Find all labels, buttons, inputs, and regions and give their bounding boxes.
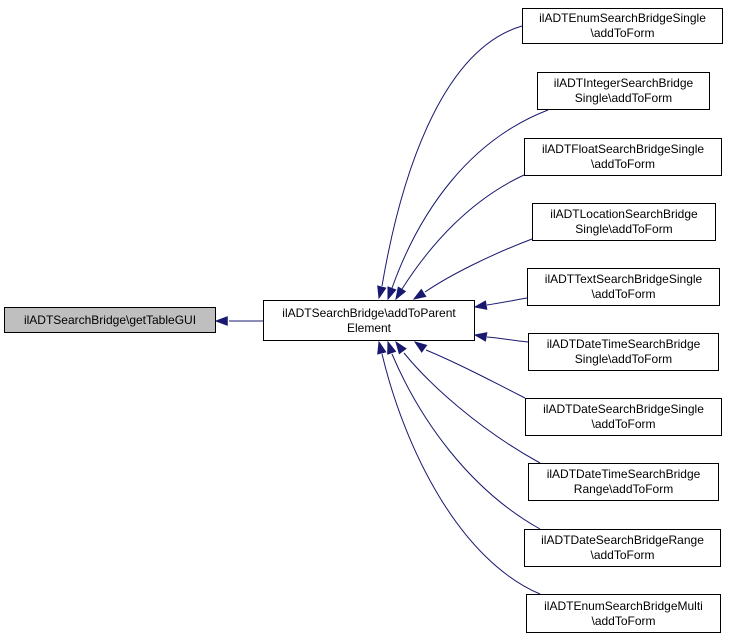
edge-9 bbox=[381, 353, 541, 595]
arrowhead-4 bbox=[473, 300, 488, 310]
edge-8 bbox=[391, 353, 541, 530]
arrowhead-7 bbox=[395, 340, 407, 355]
leaf-node[interactable]: ilADTEnumSearchBridgeSingle \addToForm bbox=[522, 8, 723, 44]
leaf-node-label-2: Single\addToForm bbox=[574, 352, 673, 366]
root-node-label-1: ilADTSearchBridge\getTableGUI bbox=[23, 312, 197, 327]
edge-1 bbox=[391, 109, 549, 289]
middle-node-label-2: Element bbox=[346, 320, 392, 335]
arrowhead-2 bbox=[395, 286, 407, 301]
leaf-node-label-2: \addToForm bbox=[590, 26, 655, 40]
leaf-node[interactable]: ilADTEnumSearchBridgeMulti \addToForm bbox=[526, 594, 721, 633]
leaf-node[interactable]: ilADTDateTimeSearchBridge Single\addToFo… bbox=[528, 333, 719, 371]
middle-node[interactable]: ilADTSearchBridge\addToParent Element bbox=[263, 300, 475, 341]
edge-2 bbox=[401, 174, 525, 290]
edge-0 bbox=[381, 25, 523, 287]
arrowhead-1 bbox=[387, 286, 397, 301]
arrowhead-root bbox=[214, 316, 228, 326]
edge-5 bbox=[486, 336, 529, 343]
leaf-node[interactable]: ilADTFloatSearchBridgeSingle \addToForm bbox=[524, 138, 722, 176]
arrowhead-6 bbox=[413, 341, 428, 353]
leaf-node[interactable]: ilADTTextSearchBridgeSingle \addToForm bbox=[527, 268, 720, 306]
arrowhead-8 bbox=[387, 340, 397, 355]
leaf-node-label-1: ilADTEnumSearchBridgeMulti bbox=[544, 598, 703, 613]
leaf-node-label-2: Single\addToForm bbox=[575, 222, 673, 236]
leaf-node-label-2: \addToForm bbox=[590, 548, 655, 562]
leaf-node-label-2: Range\addToForm bbox=[573, 482, 674, 496]
leaf-node-label-1: ilADTDateTimeSearchBridge bbox=[546, 467, 701, 481]
leaf-node-label-2: \addToForm bbox=[591, 613, 656, 628]
root-node[interactable]: ilADTSearchBridge\getTableGUI bbox=[4, 307, 216, 333]
edge-6 bbox=[425, 349, 526, 399]
leaf-node-label-1: ilADTTextSearchBridgeSingle bbox=[544, 272, 703, 286]
leaf-node-label-1: ilADTDateTimeSearchBridge bbox=[546, 337, 701, 351]
edge-4 bbox=[486, 297, 528, 306]
edge-3 bbox=[424, 238, 533, 293]
middle-node-label-1: ilADTSearchBridge\addToParent bbox=[282, 305, 456, 320]
leaf-node[interactable]: ilADTDateSearchBridgeRange \addToForm bbox=[524, 529, 721, 567]
leaf-node-label-1: ilADTDateSearchBridgeSingle bbox=[543, 402, 704, 416]
leaf-node[interactable]: ilADTLocationSearchBridge Single\addToFo… bbox=[532, 203, 716, 241]
leaf-node-label-1: ilADTLocationSearchBridge bbox=[550, 207, 698, 221]
leaf-node-label-1: ilADTDateSearchBridgeRange bbox=[541, 533, 704, 547]
arrowhead-3 bbox=[412, 288, 427, 300]
leaf-node[interactable]: ilADTIntegerSearchBridge Single\addToFor… bbox=[537, 72, 710, 110]
leaf-node-label-2: Single\addToForm bbox=[574, 91, 673, 105]
leaf-node[interactable]: ilADTDateSearchBridgeSingle \addToForm bbox=[525, 398, 722, 436]
leaf-node-label-1: ilADTFloatSearchBridgeSingle bbox=[541, 142, 705, 156]
leaf-node-label-2: \addToForm bbox=[591, 287, 656, 301]
leaf-node-label-2: \addToForm bbox=[590, 157, 656, 171]
arrowhead-0 bbox=[377, 285, 387, 300]
edge-7 bbox=[403, 352, 541, 464]
arrowhead-5 bbox=[473, 332, 488, 342]
leaf-node-label-1: ilADTIntegerSearchBridge bbox=[553, 76, 694, 90]
leaf-node-label-1: ilADTEnumSearchBridgeSingle bbox=[539, 11, 706, 25]
leaf-node-label-2: \addToForm bbox=[591, 417, 656, 431]
leaf-node[interactable]: ilADTDateTimeSearchBridge Range\addToFor… bbox=[528, 463, 719, 501]
arrowhead-9 bbox=[377, 340, 387, 355]
